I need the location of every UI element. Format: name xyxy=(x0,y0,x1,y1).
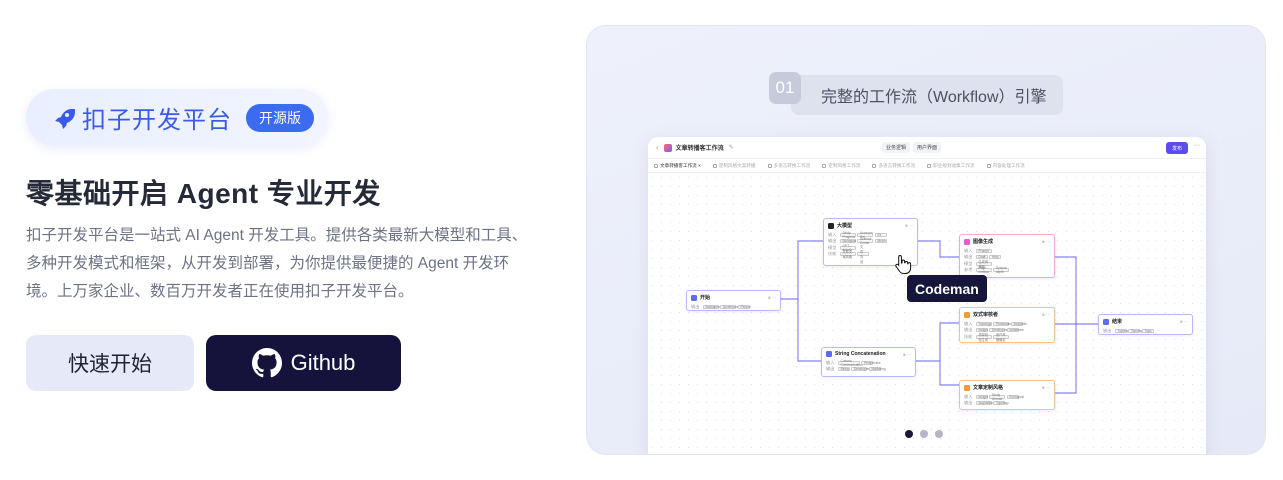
end-icon xyxy=(1103,318,1109,325)
edit-icon[interactable]: ✎ xyxy=(728,145,734,151)
workflow-showcase: 01 完整的工作流（Workflow）引擎 ‹ 文章转播客工作流 ✎ 业务逻辑 … xyxy=(586,25,1266,455)
tab-business-logic[interactable]: 业务逻辑 xyxy=(882,142,911,153)
github-icon xyxy=(251,348,282,378)
back-icon[interactable]: ‹ xyxy=(656,143,659,152)
workflow-tab[interactable]: 多语言转换工作流 xyxy=(872,163,915,169)
publish-button[interactable]: 发布 xyxy=(1165,142,1188,154)
workflow-tab[interactable]: 文章转播客工作流 × xyxy=(654,163,701,169)
app-preview-window: ‹ 文章转播客工作流 ✎ 业务逻辑 用户界面 发布 ⋯ 文章转播客工作流 × 定… xyxy=(648,137,1206,454)
step-number: 01 xyxy=(769,72,801,104)
brand-name: 扣子开发平台 xyxy=(82,107,232,134)
carousel-dot[interactable] xyxy=(920,430,928,438)
workflow-icon xyxy=(986,163,991,168)
github-button[interactable]: Github xyxy=(206,335,401,391)
workflow-edges xyxy=(781,240,1098,394)
workflow-tab[interactable]: 职业规划收集工作流 xyxy=(927,163,975,169)
app-topbar: ‹ 文章转播客工作流 ✎ 业务逻辑 用户界面 发布 ⋯ xyxy=(648,137,1206,159)
collaborator-cursor-label: Codeman xyxy=(907,275,987,302)
app-logo xyxy=(663,143,672,152)
rocket-icon xyxy=(55,108,75,129)
workflow-tab[interactable]: 内容处理工作流 xyxy=(986,163,1025,169)
brand-pill: 扣子开发平台 开源版 xyxy=(26,89,328,146)
github-button-label: Github xyxy=(290,350,356,375)
hero-title: 零基础开启 Agent 专业开发 xyxy=(26,178,381,209)
workflow-tab[interactable]: 多语言转换工作流 xyxy=(767,163,810,169)
workflow-tab[interactable]: 定制风格文案转播 xyxy=(712,163,756,169)
concat-icon xyxy=(826,351,832,357)
quick-start-button[interactable]: 快速开始 xyxy=(26,335,194,391)
view-switch: 业务逻辑 用户界面 xyxy=(882,142,942,153)
carousel-dot[interactable] xyxy=(905,430,913,438)
step-chip: 01 完整的工作流（Workflow）引擎 xyxy=(769,61,1063,115)
more-icon[interactable]: ⋯ xyxy=(1194,143,1200,149)
workflow-icon xyxy=(712,163,717,168)
image-icon xyxy=(964,238,970,245)
workflow-icon xyxy=(927,163,932,168)
carousel-dot[interactable] xyxy=(935,430,943,438)
hero-description: 扣子开发平台是一站式 AI Agent 开发工具。提供各类最新大模型和工具、多种… xyxy=(26,227,528,300)
start-icon xyxy=(691,294,697,301)
review-icon xyxy=(964,311,970,318)
custom-style-icon xyxy=(964,384,970,391)
step-label: 完整的工作流（Workflow）引擎 xyxy=(791,75,1063,115)
workflow-icon xyxy=(654,163,658,168)
tab-user-interface[interactable]: 用户界面 xyxy=(913,142,942,153)
workflow-icon xyxy=(822,163,827,168)
workflow-tab[interactable]: 定制风格工作流 xyxy=(822,163,860,169)
workflow-tabs: 文章转播客工作流 × 定制风格文案转播 多语言转换工作流 定制风格工作流 多语言… xyxy=(648,159,1206,173)
hand-cursor-icon xyxy=(895,254,912,274)
carousel-dots xyxy=(905,430,943,438)
workflow-icon xyxy=(872,163,877,168)
llm-icon xyxy=(828,222,834,229)
open-source-badge: 开源版 xyxy=(246,103,314,132)
app-title: 文章转播客工作流 xyxy=(675,146,724,152)
workflow-icon xyxy=(767,163,772,168)
